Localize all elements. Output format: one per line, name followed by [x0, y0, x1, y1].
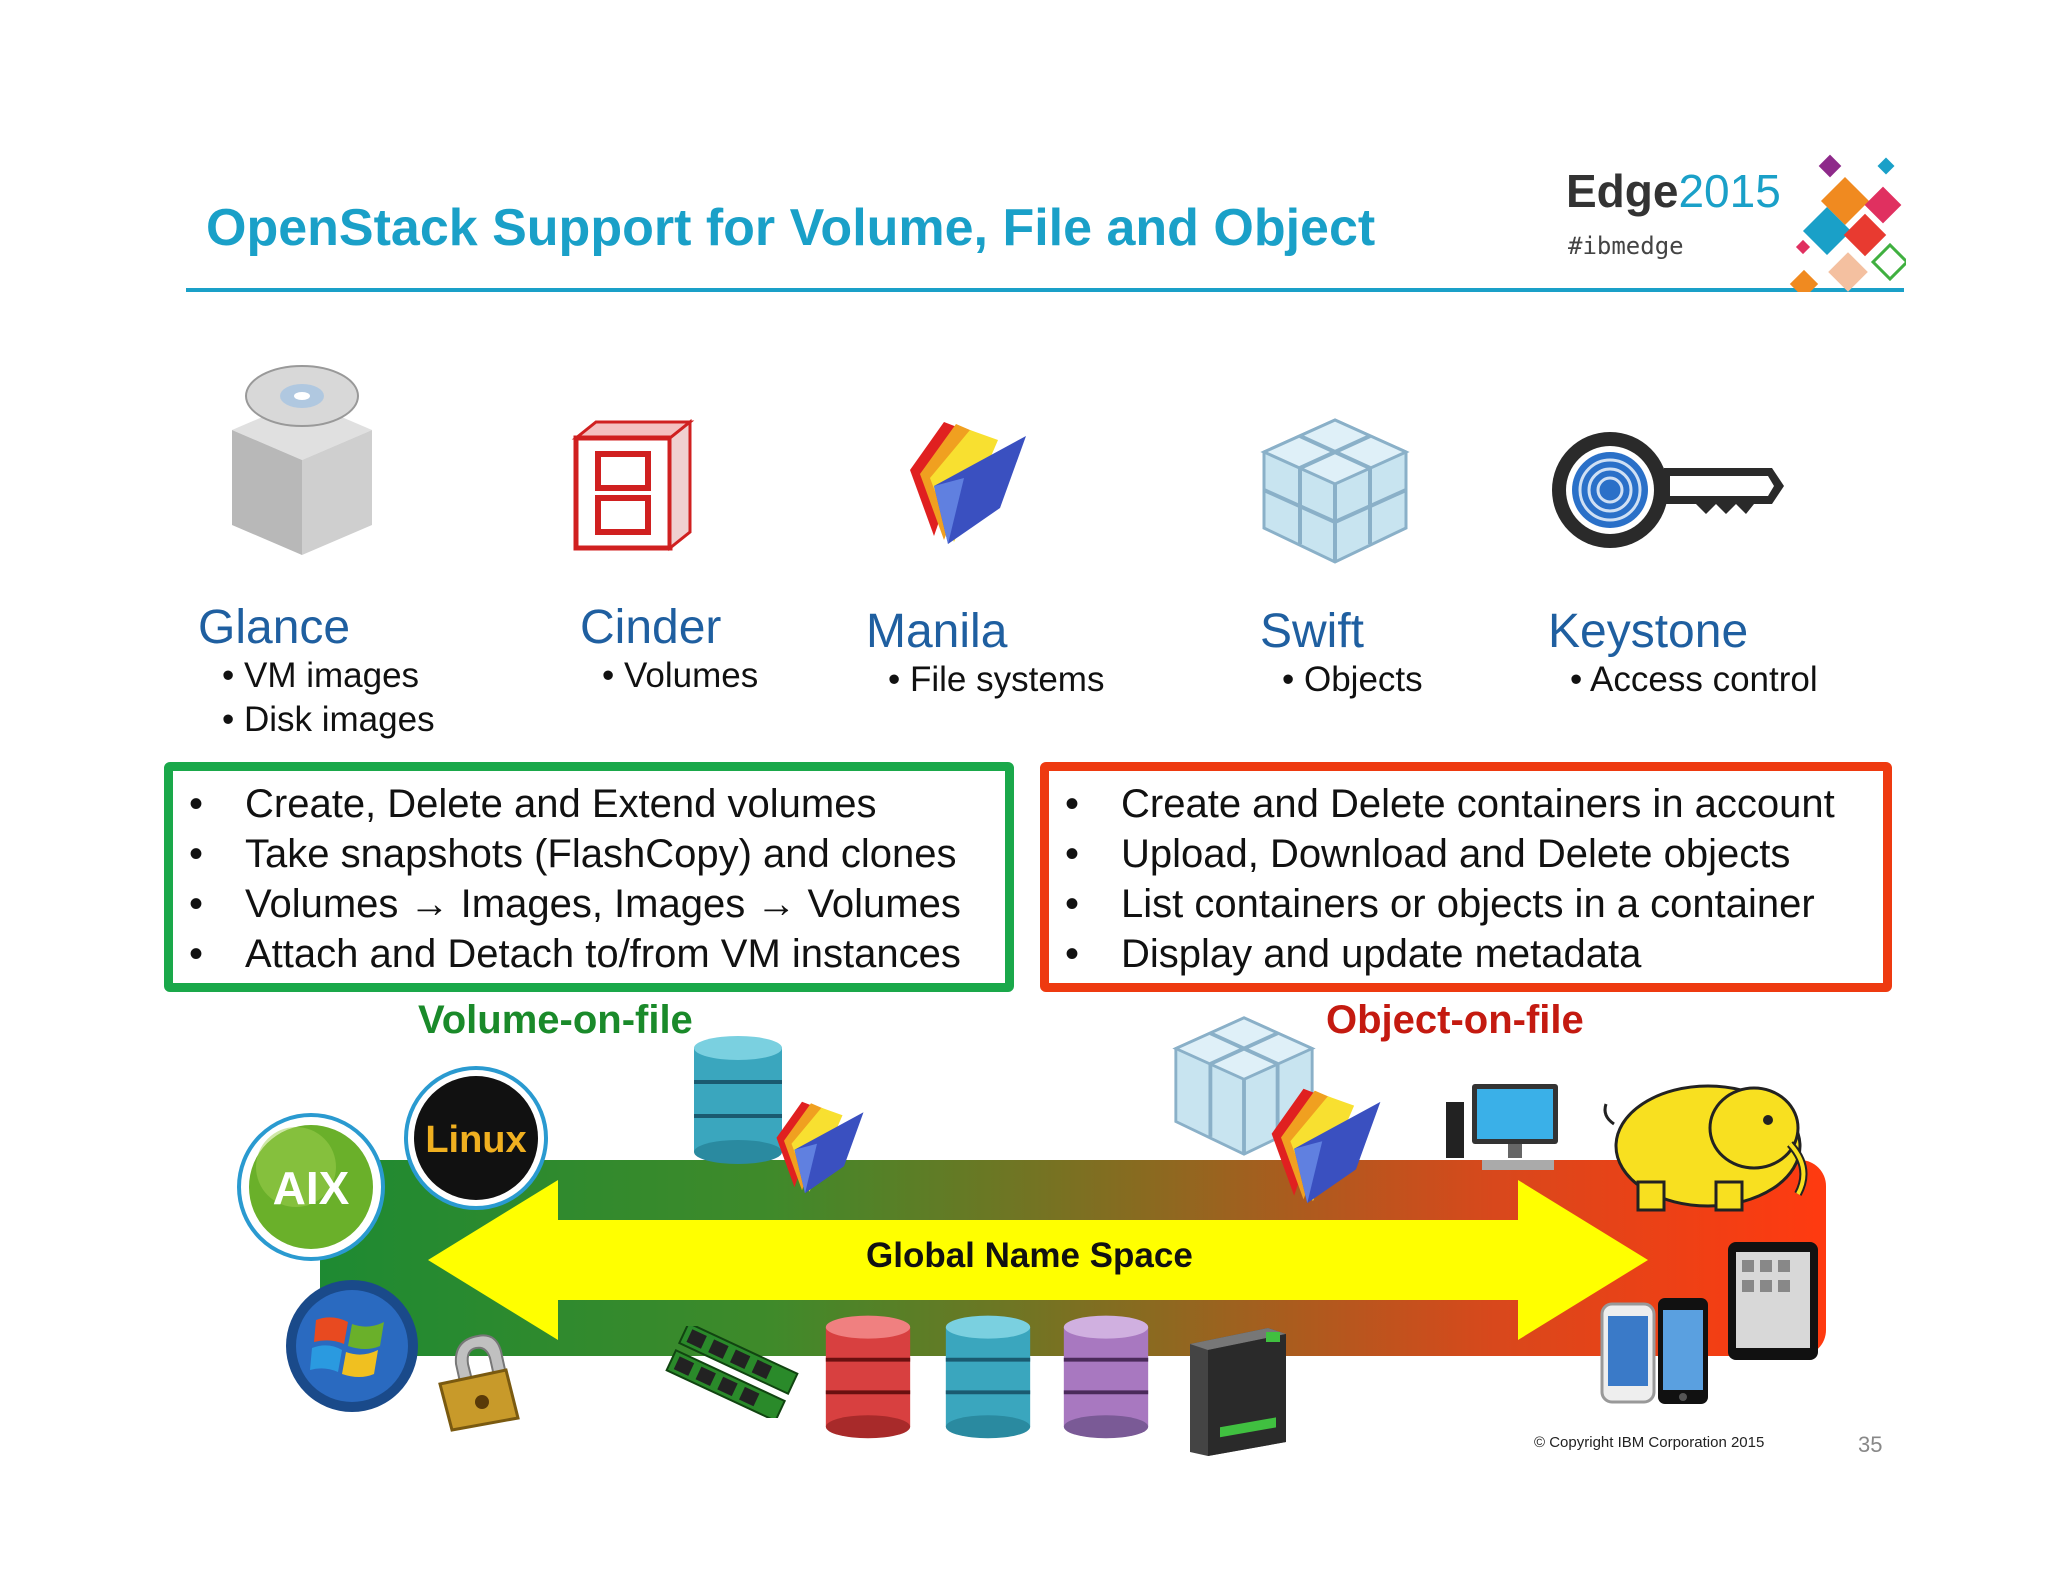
- windows-logo-icon: [286, 1280, 418, 1412]
- linux-logo-text: Linux: [425, 1119, 526, 1161]
- aix-logo-icon: AIX: [237, 1113, 385, 1261]
- volume-features-box: •Create, Delete and Extend volumes •Take…: [164, 762, 1014, 992]
- volume-features-list: •Create, Delete and Extend volumes •Take…: [173, 779, 1005, 979]
- copyright: © Copyright IBM Corporation 2015: [1534, 1434, 1765, 1451]
- volume-on-file-label: Volume-on-file: [418, 998, 693, 1042]
- service-cinder-name: Cinder: [580, 601, 722, 654]
- padlock-icon: [438, 1334, 520, 1432]
- red-cabinet-icon: [571, 418, 695, 552]
- service-keystone-bullet: • Access control: [1570, 660, 1818, 699]
- cube-grid-icon: [1260, 418, 1410, 564]
- service-keystone-name: Keystone: [1548, 605, 1749, 658]
- disk-cube-icon: [232, 365, 372, 555]
- object-on-file-label: Object-on-file: [1326, 998, 1584, 1042]
- service-glance-bullet: • VM images: [222, 656, 420, 695]
- database-icon: [945, 1315, 1031, 1439]
- list-item: •Upload, Download and Delete objects: [1065, 832, 1791, 876]
- database-icon: [825, 1315, 911, 1439]
- folders-icon: [776, 1101, 864, 1194]
- fingerprint-key-icon: [1552, 432, 1784, 548]
- brand-year: 2015: [1678, 165, 1781, 217]
- list-item: •Volumes → Images, Images → Volumes: [189, 882, 961, 926]
- global-name-space-label: Global Name Space: [866, 1236, 1193, 1275]
- hashtag: #ibmedge: [1568, 232, 1684, 260]
- cube-grid-icon: [1172, 1016, 1316, 1156]
- title-rule: [186, 288, 1904, 292]
- database-icon: [1063, 1315, 1149, 1439]
- service-swift-bullet: • Objects: [1282, 660, 1423, 699]
- list-item: •Attach and Detach to/from VM instances: [189, 932, 961, 976]
- smartphone-icon: [1600, 1298, 1708, 1404]
- hadoop-elephant-icon: [1603, 1084, 1808, 1212]
- object-features-list: •Create and Delete containers in account…: [1049, 779, 1883, 979]
- tape-cartridge-icon: [1190, 1328, 1286, 1456]
- service-cinder-bullet: • Volumes: [602, 656, 759, 695]
- desktop-computer-icon: [1446, 1084, 1558, 1170]
- service-manila-name: Manila: [866, 605, 1008, 658]
- folders-icon: [910, 422, 1026, 544]
- database-icon: [694, 1036, 782, 1164]
- tablet-icon: [1728, 1242, 1818, 1360]
- service-glance-name: Glance: [198, 601, 351, 654]
- list-item: •Create and Delete containers in account: [1065, 782, 1835, 826]
- memory-module-icon: [665, 1326, 799, 1418]
- folders-icon: [1271, 1088, 1381, 1204]
- brand-word: Edge: [1566, 165, 1679, 217]
- list-item: •Create, Delete and Extend volumes: [189, 782, 877, 826]
- service-glance-bullet: • Disk images: [222, 700, 435, 739]
- page-number: 35: [1858, 1432, 1883, 1457]
- page-title: OpenStack Support for Volume, File and O…: [206, 199, 1376, 257]
- service-manila-bullet: • File systems: [888, 660, 1105, 699]
- list-item: •Display and update metadata: [1065, 932, 1642, 976]
- double-arrow-icon: [428, 1180, 1648, 1340]
- aix-logo-text: AIX: [273, 1162, 350, 1214]
- linux-logo-icon: Linux: [404, 1066, 548, 1210]
- edge-mosaic-logo-icon: [1789, 154, 1906, 292]
- list-item: •Take snapshots (FlashCopy) and clones: [189, 832, 957, 876]
- list-item: •List containers or objects in a contain…: [1065, 882, 1815, 926]
- service-swift-name: Swift: [1260, 605, 1365, 658]
- object-features-box: •Create and Delete containers in account…: [1040, 762, 1892, 992]
- edge-logo-text: Edge2015: [1566, 164, 1781, 218]
